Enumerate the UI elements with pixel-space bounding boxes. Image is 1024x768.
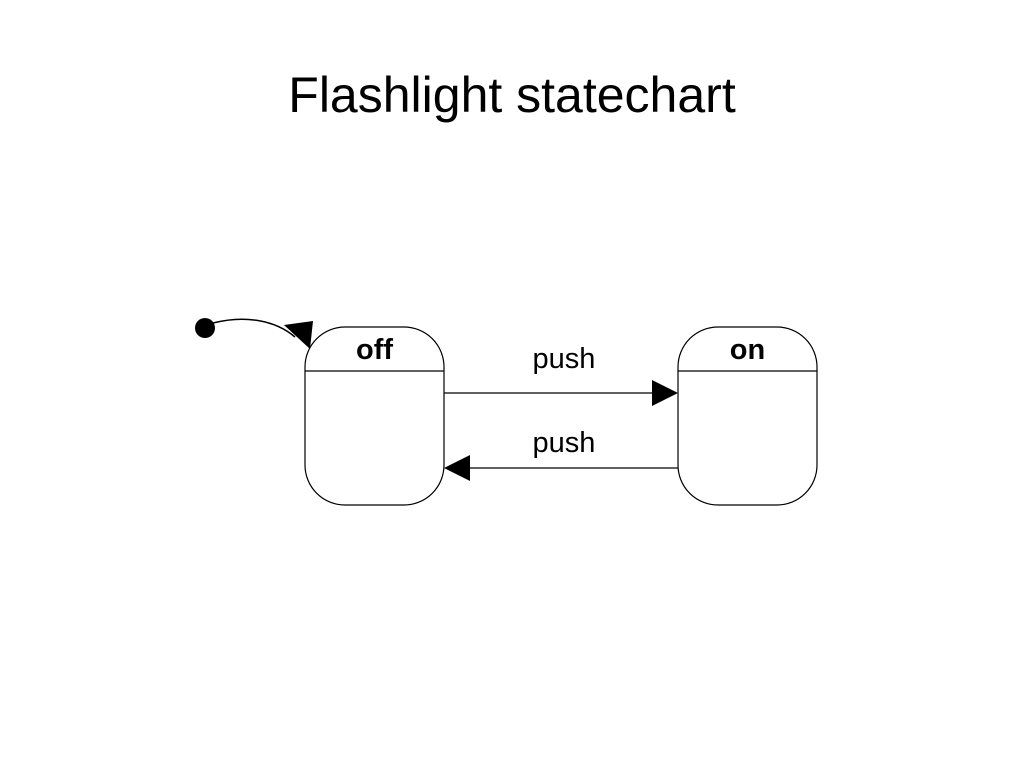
initial-state-dot [195, 318, 215, 338]
state-on[interactable]: on [677, 326, 818, 506]
transition-on-to-off[interactable]: push [444, 427, 678, 481]
state-off-name: off [356, 334, 393, 366]
initial-transition-arrow [212, 318, 296, 338]
transition-off-to-on-arrowhead [652, 380, 678, 406]
transition-on-to-off-arrowhead [444, 455, 470, 481]
transition-off-to-on[interactable]: push [444, 343, 678, 406]
initial-transition-arrowhead [284, 321, 313, 349]
slide-title: Flashlight statechart [288, 67, 736, 123]
state-on-name: on [730, 334, 765, 366]
transition-off-to-on-label: push [533, 343, 596, 375]
transition-on-to-off-label: push [533, 427, 596, 459]
state-off[interactable]: off [304, 326, 445, 506]
